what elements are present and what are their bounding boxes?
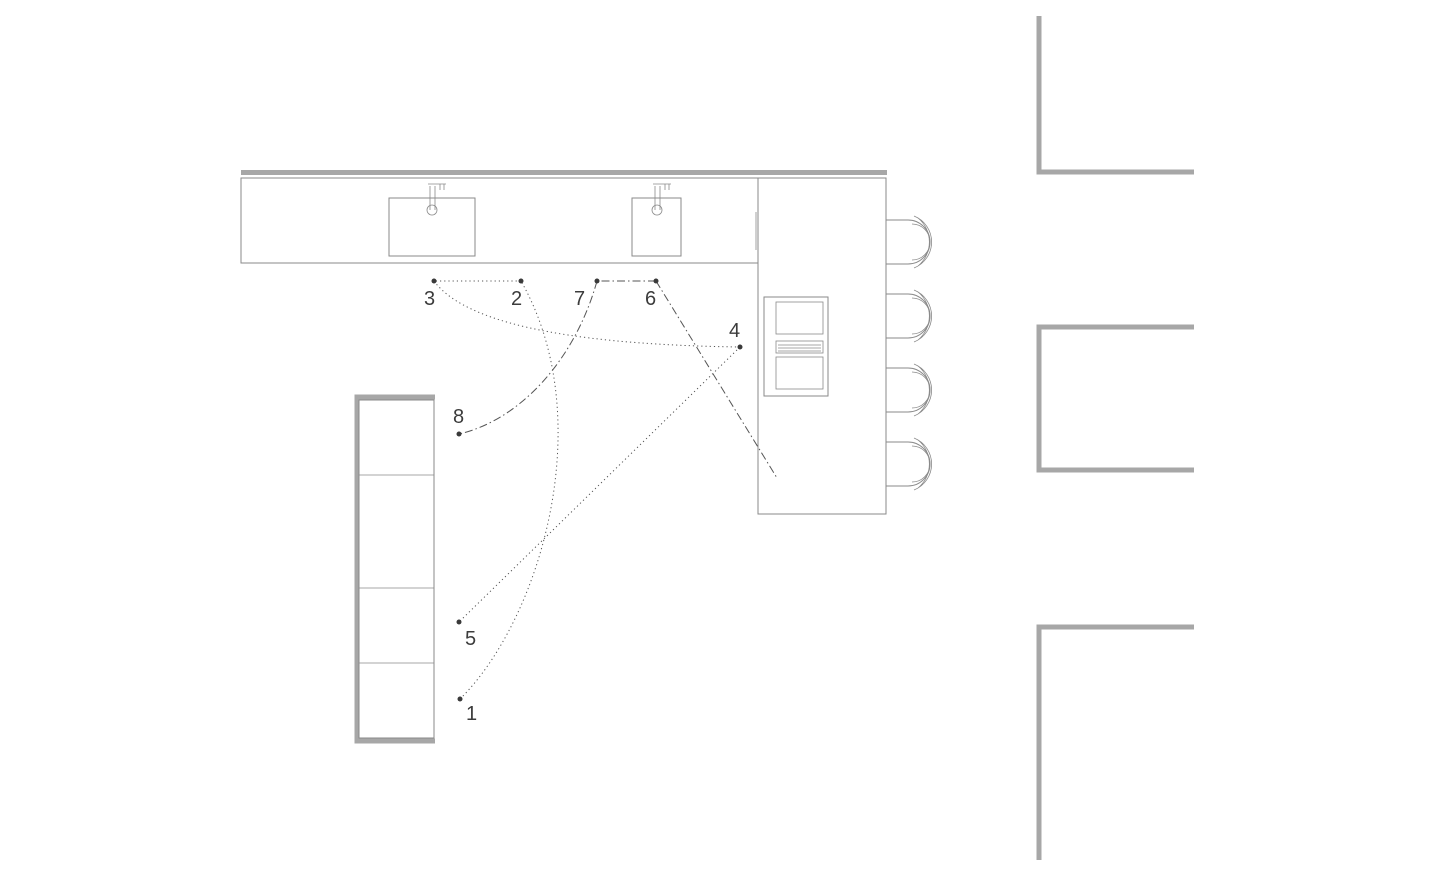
drain-icon xyxy=(651,204,663,216)
wall-middle-right xyxy=(1036,324,1194,473)
point-3-label: 3 xyxy=(424,288,435,310)
sink-basin xyxy=(631,197,682,257)
cooktop-zone-top xyxy=(775,301,824,335)
stool-seat-edge xyxy=(911,371,931,409)
stool-backrest xyxy=(913,289,933,343)
point-2-marker xyxy=(518,278,524,284)
point-5-label: 5 xyxy=(465,628,476,650)
room-walls xyxy=(1036,16,1194,860)
tall-cabinet xyxy=(354,394,435,744)
point-8-marker xyxy=(456,431,462,437)
point-4-marker xyxy=(737,344,743,350)
stool-backrest xyxy=(913,363,933,417)
point-7-marker xyxy=(594,278,600,284)
cabinet-body xyxy=(358,399,435,739)
cooktop-frame xyxy=(763,296,829,397)
point-6-label: 6 xyxy=(645,288,656,310)
cooktop-controls xyxy=(775,340,824,354)
cooktop-zone-bottom xyxy=(775,356,824,390)
bar-stool xyxy=(885,215,933,269)
point-3-marker xyxy=(431,278,437,284)
stool-backrest xyxy=(913,215,933,269)
faucet-base xyxy=(653,183,671,190)
route-4-5-dotted xyxy=(458,346,741,623)
route-1-2-dotted xyxy=(459,280,559,700)
stool-seat-edge xyxy=(911,297,931,335)
bar-stool xyxy=(885,363,933,417)
point-5-marker xyxy=(456,619,462,625)
cabinet-wall xyxy=(354,394,435,744)
route-7-8-dashdot xyxy=(458,280,598,435)
bar-stool xyxy=(885,437,933,491)
kitchen-island xyxy=(757,177,887,515)
route-points: 1 2 3 4 5 6 7 8 xyxy=(424,278,743,725)
stool-seat xyxy=(885,293,931,339)
sink-basin xyxy=(388,197,476,257)
point-6-marker xyxy=(653,278,659,284)
drain-icon xyxy=(426,204,438,216)
point-2-label: 2 xyxy=(511,288,522,310)
point-1-label: 1 xyxy=(466,703,477,725)
stool-seat-edge xyxy=(911,445,931,483)
wall-top-right xyxy=(1036,16,1194,175)
point-8-label: 8 xyxy=(453,406,464,428)
wall-bottom-right xyxy=(1036,624,1194,860)
point-4-label: 4 xyxy=(729,320,740,342)
counter-backsplash-wall xyxy=(241,170,887,175)
cooktop xyxy=(763,296,829,397)
stool-seat xyxy=(885,441,931,487)
faucet-base xyxy=(428,183,446,190)
routes xyxy=(433,280,778,700)
stool-seat xyxy=(885,367,931,413)
bar-stools xyxy=(885,215,933,491)
sink-left xyxy=(388,183,476,257)
route-3-4-dotted xyxy=(433,280,741,348)
point-7-label: 7 xyxy=(574,288,585,310)
route-6-end-dashdot xyxy=(655,280,778,479)
point-1-marker xyxy=(457,696,463,702)
sink-right xyxy=(631,183,682,257)
stool-seat-edge xyxy=(911,223,931,261)
bar-stool xyxy=(885,289,933,343)
stool-backrest xyxy=(913,437,933,491)
stool-seat xyxy=(885,219,931,265)
